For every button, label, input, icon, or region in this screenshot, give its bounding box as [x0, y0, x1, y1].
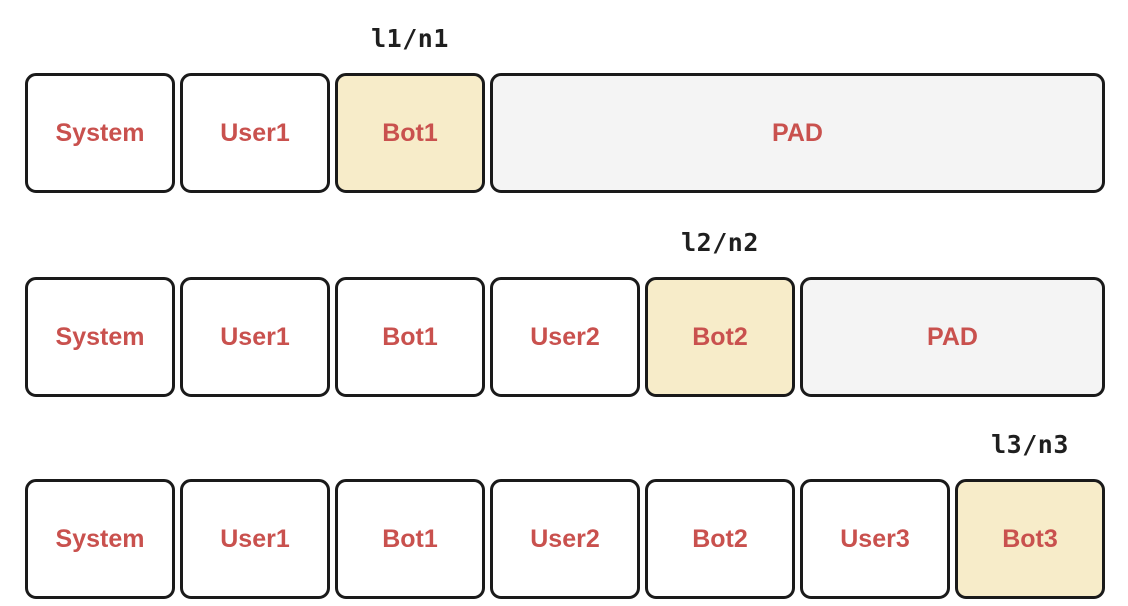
- token-cell-label: Bot2: [692, 524, 748, 553]
- token-cell-user1: User1: [180, 73, 330, 193]
- token-row-2: System User1 Bot1 User2 Bot2 PAD: [25, 277, 1105, 397]
- annotation-3: l3/n3: [991, 430, 1069, 459]
- token-cell-system: System: [25, 479, 175, 599]
- token-cell-system: System: [25, 73, 175, 193]
- token-cell-bot1: Bot1: [335, 73, 485, 193]
- token-cell-user3: User3: [800, 479, 950, 599]
- token-cell-bot3: Bot3: [955, 479, 1105, 599]
- token-cell-label: System: [55, 118, 145, 147]
- token-cell-label: User3: [840, 524, 910, 553]
- token-cell-label: Bot1: [382, 524, 438, 553]
- token-cell-user1: User1: [180, 479, 330, 599]
- token-cell-label: PAD: [927, 322, 978, 351]
- token-cell-label: Bot1: [382, 322, 438, 351]
- token-cell-label: Bot2: [692, 322, 748, 351]
- token-cell-label: System: [55, 322, 145, 351]
- token-cell-label: User1: [220, 322, 290, 351]
- token-cell-label: User2: [530, 524, 600, 553]
- token-cell-pad: PAD: [490, 73, 1105, 193]
- token-cell-bot1: Bot1: [335, 479, 485, 599]
- token-cell-label: Bot1: [382, 118, 438, 147]
- token-cell-label: System: [55, 524, 145, 553]
- token-cell-bot2: Bot2: [645, 479, 795, 599]
- token-cell-user2: User2: [490, 479, 640, 599]
- token-cell-bot1: Bot1: [335, 277, 485, 397]
- token-row-3: System User1 Bot1 User2 Bot2 User3 Bot3: [25, 479, 1105, 599]
- token-cell-label: User1: [220, 524, 290, 553]
- token-cell-label: User2: [530, 322, 600, 351]
- token-cell-user2: User2: [490, 277, 640, 397]
- token-cell-label: Bot3: [1002, 524, 1058, 553]
- token-cell-label: PAD: [772, 118, 823, 147]
- token-cell-user1: User1: [180, 277, 330, 397]
- token-cell-bot2: Bot2: [645, 277, 795, 397]
- annotation-2: l2/n2: [681, 228, 759, 257]
- token-cell-label: User1: [220, 118, 290, 147]
- annotation-1: l1/n1: [371, 24, 449, 53]
- token-row-1: System User1 Bot1 PAD: [25, 73, 1105, 193]
- token-cell-system: System: [25, 277, 175, 397]
- token-cell-pad: PAD: [800, 277, 1105, 397]
